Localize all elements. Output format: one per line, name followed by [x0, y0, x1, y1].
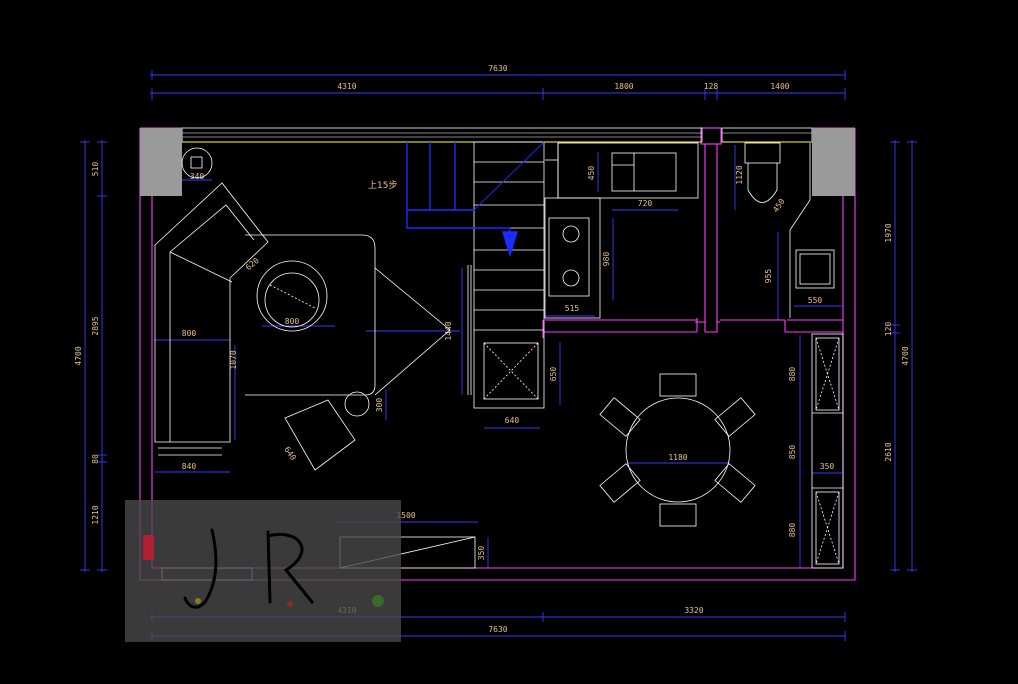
- dim-tv-cabinet-width: 1500: [396, 511, 415, 520]
- dim-stool: 300: [375, 398, 384, 413]
- dim-cabinet-top: 880: [788, 367, 797, 382]
- round-coffee-table: [256, 260, 328, 332]
- dining-set: [599, 373, 756, 527]
- dim-sofa-bottom: 840: [182, 462, 197, 471]
- stool: [344, 391, 370, 417]
- dim-wc-angle: 450: [771, 197, 787, 214]
- dim-cooktop-width: 515: [565, 304, 580, 313]
- tall-cabinets: [811, 333, 844, 569]
- l-sofa: [154, 182, 269, 443]
- dim-right-seg-1: 1970: [884, 223, 893, 242]
- dim-sofa-arm: 620: [244, 256, 261, 272]
- dim-left-seg-3: 80: [91, 454, 100, 464]
- dim-cabinet-width: 350: [820, 462, 835, 471]
- dim-armchair: 640: [282, 445, 298, 462]
- dim-wc-depth: 1120: [735, 165, 744, 184]
- dim-basin-width: 550: [808, 296, 823, 305]
- kitchen: [544, 142, 699, 319]
- dining-table: [625, 397, 731, 503]
- dim-tv-cabinet-depth: 350: [477, 546, 486, 561]
- dim-top-seg-2: 1800: [614, 82, 633, 91]
- dim-cabinet-mid: 850: [788, 445, 797, 460]
- watermark-letter-j: [183, 528, 218, 609]
- stair-note: 上15步: [368, 180, 397, 191]
- dining-chair: [599, 397, 641, 437]
- dining-chair: [659, 503, 697, 527]
- toilet-tank-icon: [744, 142, 781, 164]
- dim-round-rug: 800: [285, 317, 300, 326]
- dim-right-total: 4700: [901, 346, 910, 365]
- dim-left-seg-1: 510: [91, 162, 100, 177]
- dim-right-seg-2: 120: [884, 322, 893, 337]
- dim-stair-landing-h: 650: [549, 367, 558, 382]
- bathroom: [744, 142, 835, 318]
- dining-chair: [714, 397, 756, 437]
- dim-left-seg-2: 2895: [91, 316, 100, 335]
- dim-basin-depth: 955: [764, 269, 773, 284]
- column-right: [812, 128, 855, 196]
- top-window: [181, 127, 813, 143]
- dining-chair: [714, 463, 756, 503]
- stair-arrow: [406, 141, 545, 258]
- dim-stair-landing-w: 640: [505, 416, 520, 425]
- dim-dining-table: 1180: [668, 453, 687, 462]
- dim-bottom-seg-2: 3320: [684, 606, 703, 615]
- toilet-bowl-icon: [747, 163, 778, 203]
- seal-stamp: [143, 535, 154, 560]
- dim-side-table: 340: [190, 172, 205, 181]
- dim-left-total: 4700: [74, 346, 83, 365]
- basin-icon: [795, 249, 835, 289]
- staircase: [467, 141, 545, 409]
- cooktop-icon: [548, 217, 590, 297]
- dim-sink-width: 720: [638, 199, 653, 208]
- dim-top-seg-1: 4310: [337, 82, 356, 91]
- dim-top-seg-3: 128: [704, 82, 719, 91]
- dim-bottom-total: 7630: [488, 625, 507, 634]
- dim-top-total: 7630: [488, 64, 507, 73]
- rug: [245, 234, 376, 396]
- side-table: [181, 147, 213, 179]
- armchair: [284, 399, 356, 471]
- side-table-lamp-icon: [190, 156, 203, 169]
- dim-left-seg-4: 1210: [91, 505, 100, 524]
- dim-sofa-depth: 1070: [229, 350, 238, 369]
- dim-sofa-length: 800: [182, 329, 197, 338]
- dim-cooktop-depth: 980: [602, 252, 611, 267]
- watermark: [125, 500, 401, 642]
- dim-sink-depth: 450: [587, 166, 596, 181]
- dimension-lines: [80, 70, 917, 641]
- watermark-letter-r: [266, 530, 314, 604]
- column-left: [140, 128, 182, 196]
- dim-cabinet-bottom: 880: [788, 523, 797, 538]
- dining-chair: [659, 373, 697, 397]
- double-sink-icon: [611, 152, 677, 192]
- dim-right-seg-3: 2610: [884, 442, 893, 461]
- dim-top-seg-4: 1400: [770, 82, 789, 91]
- dining-chair: [599, 463, 641, 503]
